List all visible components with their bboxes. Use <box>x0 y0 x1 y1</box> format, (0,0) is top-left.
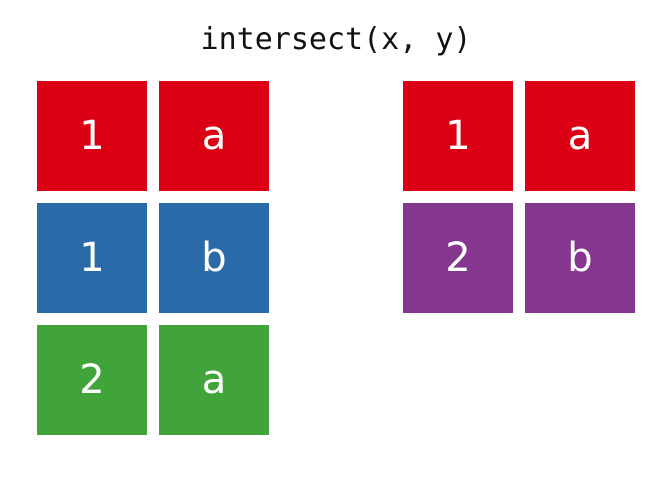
diagram-title: intersect(x, y) <box>200 22 472 57</box>
table-cell: b <box>159 203 269 313</box>
table-row: 2 a <box>37 325 269 435</box>
table-row: 2 b <box>403 203 635 313</box>
table-cell: 2 <box>403 203 513 313</box>
table-row: 1 b <box>37 203 269 313</box>
table-row: 1 a <box>37 81 269 191</box>
table-cell: a <box>159 325 269 435</box>
table-cell: b <box>525 203 635 313</box>
table-y: 1 a 2 b <box>403 81 635 325</box>
table-cell: a <box>525 81 635 191</box>
table-x: 1 a 1 b 2 a <box>37 81 269 447</box>
table-cell: 2 <box>37 325 147 435</box>
table-cell: 1 <box>37 203 147 313</box>
table-cell: 1 <box>403 81 513 191</box>
table-cell: a <box>159 81 269 191</box>
table-cell: 1 <box>37 81 147 191</box>
table-row: 1 a <box>403 81 635 191</box>
